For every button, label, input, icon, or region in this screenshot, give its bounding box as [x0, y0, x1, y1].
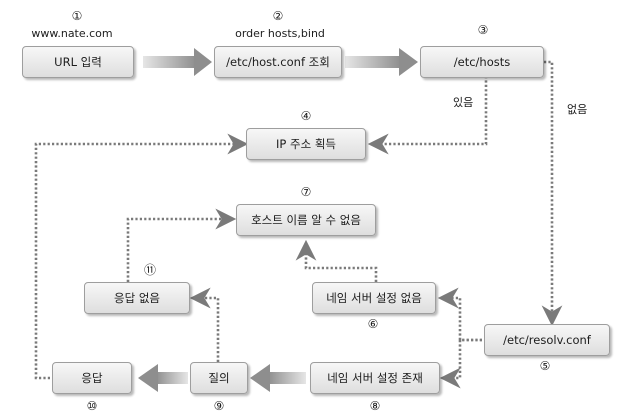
url-input-box: URL 입력: [22, 46, 134, 78]
step-number-8: ⑧: [369, 399, 381, 413]
host-conf-lookup-box: /etc/host.conf 조회: [214, 46, 342, 78]
no-response-box: 응답 없음: [84, 282, 190, 314]
dotted-arrow-noresponse-to-notfound: [126, 208, 237, 282]
order-caption: order hosts,bind: [235, 27, 325, 40]
step-number-11: ⑪: [143, 263, 157, 277]
resolv-conf-box: /etc/resolv.conf: [484, 324, 610, 356]
dotted-arrow-nsnone-to-notfound: [295, 239, 378, 282]
block-arrow-query-to-response: [138, 364, 188, 392]
step-number-1: ①: [71, 9, 83, 23]
dotted-arrow-response-to-ip: [34, 133, 249, 380]
dotted-arrow-hosts-to-resolv: [541, 60, 563, 327]
block-arrow-hostconf-to-hosts: [345, 48, 418, 76]
step-number-2: ②: [272, 9, 284, 23]
step-number-6: ⑥: [367, 317, 379, 331]
block-arrow-nsexists-to-query: [250, 364, 306, 392]
url-example-caption: www.nate.com: [31, 27, 113, 40]
dotted-arrow-resolv-to-nsexists: [439, 338, 482, 389]
host-not-found-box: 호스트 이름 알 수 없음: [236, 204, 376, 236]
dotted-arrow-hosts-to-ip: [367, 76, 488, 155]
step-number-5: ⑤: [539, 359, 551, 373]
step-number-9: ⑨: [213, 399, 225, 413]
not-found-caption: 없음: [567, 103, 588, 116]
step-number-4: ④: [300, 109, 312, 123]
block-arrow-url-to-hostconf: [143, 48, 212, 76]
dotted-arrow-query-to-noresponse: [189, 287, 220, 362]
step-number-3: ③: [477, 23, 489, 37]
query-box: 질의: [190, 362, 248, 394]
nameserver-exists-box: 네임 서버 설정 존재: [310, 362, 440, 394]
etc-hosts-box: /etc/hosts: [420, 46, 544, 78]
response-box: 응답: [52, 362, 132, 394]
no-nameserver-box: 네임 서버 설정 없음: [312, 282, 436, 314]
step-number-7: ⑦: [300, 185, 312, 199]
found-caption: 있음: [453, 96, 474, 109]
step-number-10: ⑩: [86, 399, 98, 413]
ip-acquired-box: IP 주소 획득: [246, 128, 366, 160]
dotted-arrow-resolv-to-nsnone: [437, 287, 482, 342]
